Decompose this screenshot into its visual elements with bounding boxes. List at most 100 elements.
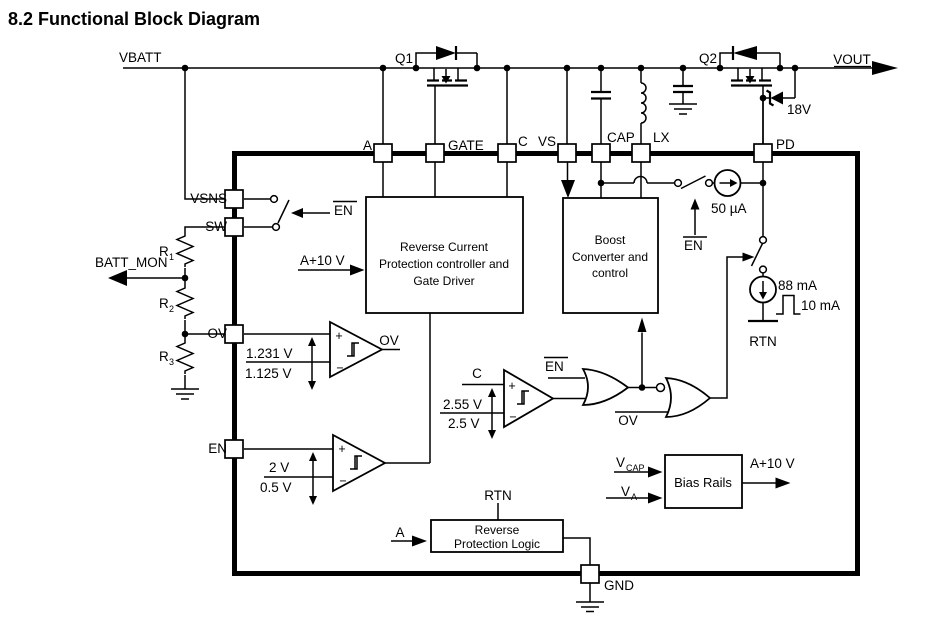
ground-icon	[576, 601, 604, 613]
switch-blade	[680, 175, 706, 190]
nor-gate-icon	[664, 377, 712, 418]
pin-ov	[224, 324, 244, 344]
pin-gnd	[580, 564, 600, 584]
i10-label: 10 mA	[801, 298, 840, 313]
cap-plus: +	[508, 379, 515, 393]
switch-blade	[277, 199, 290, 224]
pin-lx-label: LX	[653, 130, 670, 145]
cap-minus: −	[509, 410, 516, 424]
ov-rising-threshold: 1.231 V	[246, 346, 293, 361]
pin-gate	[425, 143, 445, 163]
a-input-arrow-icon	[412, 535, 427, 547]
vout-arrow-icon	[872, 61, 898, 75]
resistor-divider	[108, 194, 357, 400]
rpl-a-input-label: A	[395, 525, 404, 540]
wire-hop-icon	[633, 175, 648, 184]
vbatt-rail	[123, 61, 898, 200]
resistor-r3	[175, 340, 195, 374]
en-bar-vsns-label: EN	[334, 203, 353, 218]
comparator-icon	[332, 433, 387, 493]
comparator-icon	[503, 368, 555, 429]
vs-arrow-icon	[561, 180, 575, 198]
zener-voltage-label: 18V	[787, 102, 811, 117]
q2-label: Q2	[699, 51, 717, 66]
reverse-protection-line1: Reverse	[475, 523, 520, 537]
va-sub: A	[631, 492, 637, 502]
pin-vsns	[224, 189, 244, 209]
pin-pd-label: PD	[776, 137, 795, 152]
q1-label: Q1	[395, 51, 413, 66]
block-bias-rails	[606, 454, 791, 509]
cap-rising-threshold: 2.55 V	[443, 397, 482, 412]
hysteresis-icon	[517, 390, 529, 405]
bias-rails-label: Bias Rails	[674, 475, 732, 490]
q1-mosfet	[415, 46, 478, 144]
pin-pd	[753, 143, 773, 163]
pin-ov-label: OV	[207, 326, 227, 341]
falling-arrow-icon	[308, 381, 316, 390]
reverse-current-line3: Gate Driver	[413, 274, 474, 288]
pin-en	[224, 439, 244, 459]
a10v-out-arrow-icon	[775, 477, 791, 489]
pin-gnd-label: GND	[604, 578, 634, 593]
boost-arrow-icon	[637, 317, 647, 332]
pin-vs-label: VS	[538, 134, 556, 149]
en-minus: −	[339, 474, 346, 488]
en-plus: +	[338, 442, 345, 456]
hysteresis-icon	[347, 342, 359, 357]
pin-cap-label: CAP	[607, 130, 635, 145]
ov-comparator	[244, 320, 400, 390]
rising-arrow-icon	[488, 388, 496, 397]
en-bar-50ua-label: EN	[684, 238, 703, 253]
rtn-logic-label: RTN	[484, 488, 512, 503]
current-source-50ua	[601, 169, 763, 238]
invert-bubble-icon	[655, 382, 666, 393]
ov-minus: −	[336, 361, 343, 375]
block-reverse-protection-logic	[391, 503, 604, 613]
boost-enable-logic	[544, 252, 755, 418]
vout-label: VOUT	[833, 52, 871, 67]
boost-line2: Converter and	[572, 250, 648, 264]
cap-comp-input-label: C	[472, 366, 482, 381]
resistor-r1	[175, 233, 195, 267]
r3-sub: 3	[169, 357, 174, 367]
r1-sub: 1	[169, 252, 174, 262]
en-falling-threshold: 0.5 V	[260, 480, 292, 495]
falling-arrow-icon	[309, 496, 317, 505]
cap-comparator	[440, 368, 585, 439]
va-arrow-icon	[648, 492, 663, 504]
r2-label: R	[159, 296, 169, 311]
vcap-label: V	[616, 455, 625, 470]
section-title: 8.2 Functional Block Diagram	[8, 9, 260, 29]
block-boost-converter	[562, 197, 659, 314]
output-capacitor	[669, 68, 697, 115]
va-label: V	[621, 484, 630, 499]
en-bar-or-label: EN	[545, 359, 564, 374]
reverse-current-line2: Protection controller and	[379, 257, 509, 271]
q2-diode-icon	[733, 46, 757, 60]
pin-sw-label: SW	[205, 219, 227, 234]
ground-icon	[171, 388, 199, 400]
ground-icon	[669, 103, 697, 115]
ov-output-label: OV	[379, 333, 399, 348]
r2-sub: 2	[169, 304, 174, 314]
current-sink-88ma	[748, 235, 801, 323]
pin-boxes	[224, 143, 773, 584]
batt-mon-arrow-icon	[108, 270, 127, 286]
a10v-arrow-icon	[350, 264, 365, 276]
i50-label: 50 µA	[711, 201, 747, 216]
vcap-sub: CAP	[626, 463, 645, 473]
boost-line1: Boost	[595, 233, 626, 247]
vbatt-label: VBATT	[119, 50, 162, 65]
r1-label: R	[159, 244, 169, 259]
batt-mon-label: BATT_MON	[95, 255, 168, 270]
or-gate-icon	[581, 368, 630, 406]
pin-c-label: C	[518, 134, 528, 149]
zener-diode	[763, 68, 796, 107]
pulse-waveform-icon	[776, 294, 801, 315]
pin-a-label: A	[363, 138, 372, 153]
en-up-arrow-icon	[690, 198, 700, 210]
ov-falling-threshold: 1.125 V	[245, 366, 292, 381]
